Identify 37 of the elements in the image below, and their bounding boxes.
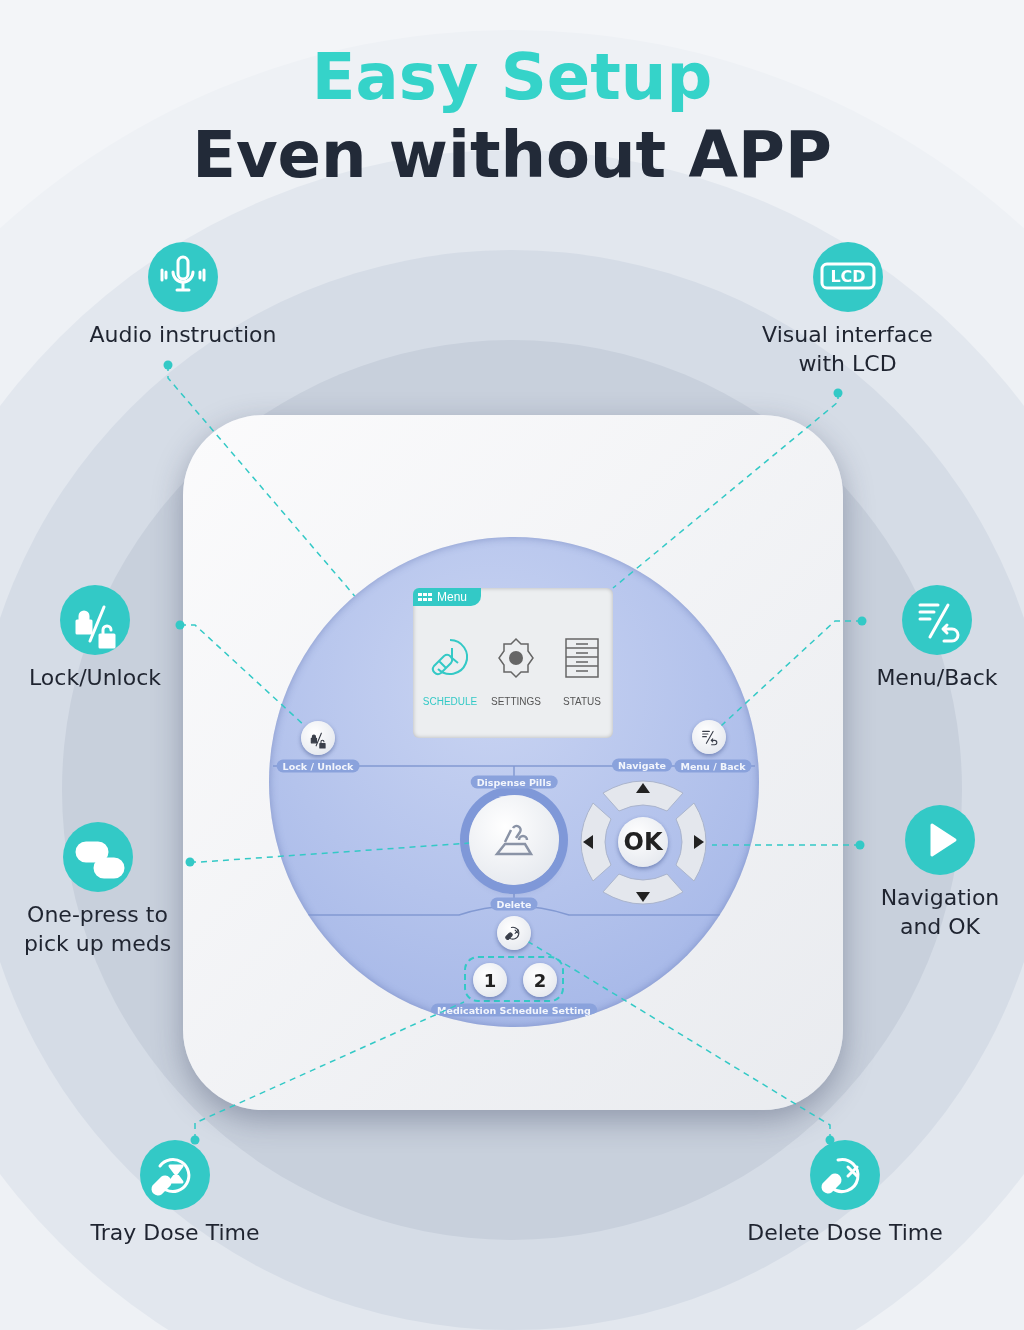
- menu-item-label: SETTINGS: [491, 696, 541, 707]
- leader-line: [612, 388, 843, 589]
- callout-label: Lock/Unlock: [28, 664, 161, 692]
- button-label: Lock / Unlock: [276, 759, 360, 773]
- round-button: [497, 916, 531, 950]
- screen-icon: LCD: [812, 242, 883, 312]
- button-label: Dispense Pills: [470, 775, 558, 789]
- button-label: Medication Schedule Setting: [431, 1003, 597, 1017]
- callout-label: One-press to pick up meds: [22, 901, 173, 958]
- ok-button: OK: [618, 817, 668, 867]
- button-label: Navigate: [612, 758, 672, 772]
- button-label: Delete: [490, 897, 538, 911]
- callout-label: Menu/Back: [876, 664, 998, 692]
- menu-item-label: SCHEDULE: [422, 696, 478, 707]
- menu-tab: Menu: [413, 588, 482, 606]
- round-button: [692, 720, 726, 754]
- leader-line: [720, 616, 867, 727]
- callout-label: Delete Dose Time: [747, 1219, 943, 1247]
- schedule-button: 1: [473, 963, 507, 997]
- callout-label: Tray Dose Time: [90, 1219, 260, 1247]
- subtitle: Even without APP: [191, 118, 833, 192]
- callout-label: Visual interface with LCD: [761, 321, 934, 378]
- menu-item-label: STATUS: [563, 696, 601, 707]
- button-group-outline: [464, 956, 564, 1002]
- leader-line: [163, 360, 356, 597]
- leader-line: [527, 941, 835, 1145]
- callout-label: Audio instruction: [89, 321, 277, 349]
- button-label: Menu / Back: [674, 759, 752, 773]
- leader-line: [190, 1001, 465, 1145]
- lcd-screen: [413, 588, 613, 738]
- schedule-button: 2: [523, 963, 557, 997]
- leader-line: [185, 842, 470, 867]
- callout-label: Navigation and OK: [879, 884, 1001, 941]
- device-body: [183, 415, 843, 1110]
- leader-line: [711, 840, 865, 850]
- round-button: [301, 721, 335, 755]
- title: Easy Setup: [310, 40, 714, 114]
